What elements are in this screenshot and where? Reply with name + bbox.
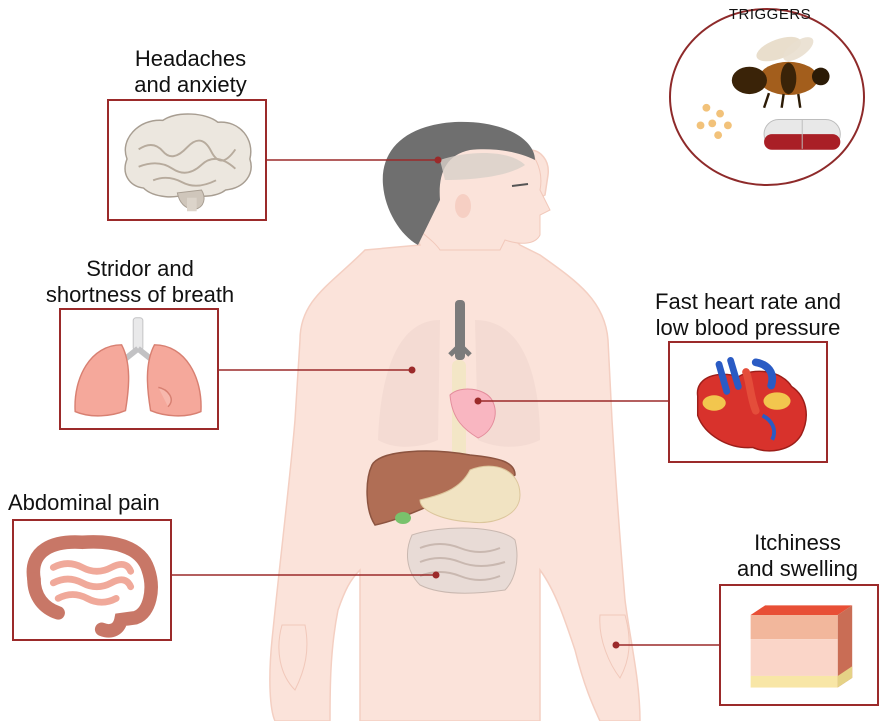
label-itchiness: Itchiness and swelling	[725, 530, 870, 582]
label-headaches-line1: Headaches	[108, 46, 273, 72]
triggers-illustration	[671, 10, 863, 184]
label-stridor-line1: Stridor and	[30, 256, 250, 282]
triggers-circle	[669, 8, 865, 186]
label-heart: Fast heart rate and low blood pressure	[628, 289, 868, 341]
label-abdominal: Abdominal pain	[8, 490, 208, 516]
dot-brain	[435, 157, 442, 164]
triggers-title: TRIGGERS	[705, 6, 835, 23]
label-heart-line2: low blood pressure	[628, 315, 868, 341]
heart-icon	[670, 343, 826, 461]
label-abdominal-line1: Abdominal pain	[8, 490, 208, 516]
dot-intestine	[433, 572, 440, 579]
label-stridor-line2: shortness of breath	[30, 282, 250, 308]
dot-lungs	[409, 367, 416, 374]
label-headaches-line2: and anxiety	[108, 72, 273, 98]
brain-box	[107, 99, 267, 221]
bee-icon	[732, 32, 830, 108]
label-stridor: Stridor and shortness of breath	[30, 256, 250, 308]
label-headaches: Headaches and anxiety	[108, 46, 273, 98]
label-itchiness-line2: and swelling	[725, 556, 870, 582]
heart-box	[668, 341, 828, 463]
intestines-icon	[14, 521, 170, 639]
brain-icon	[109, 101, 265, 219]
lungs-box	[59, 308, 219, 430]
skin-block-icon	[721, 586, 877, 704]
lungs-icon	[61, 310, 217, 428]
pills-icon	[697, 104, 732, 139]
label-heart-line1: Fast heart rate and	[628, 289, 868, 315]
intestines-box	[12, 519, 172, 641]
capsule-icon	[764, 119, 840, 149]
dot-heart	[475, 398, 482, 405]
skin-box	[719, 584, 879, 706]
dot-skin	[613, 642, 620, 649]
label-itchiness-line1: Itchiness	[725, 530, 870, 556]
